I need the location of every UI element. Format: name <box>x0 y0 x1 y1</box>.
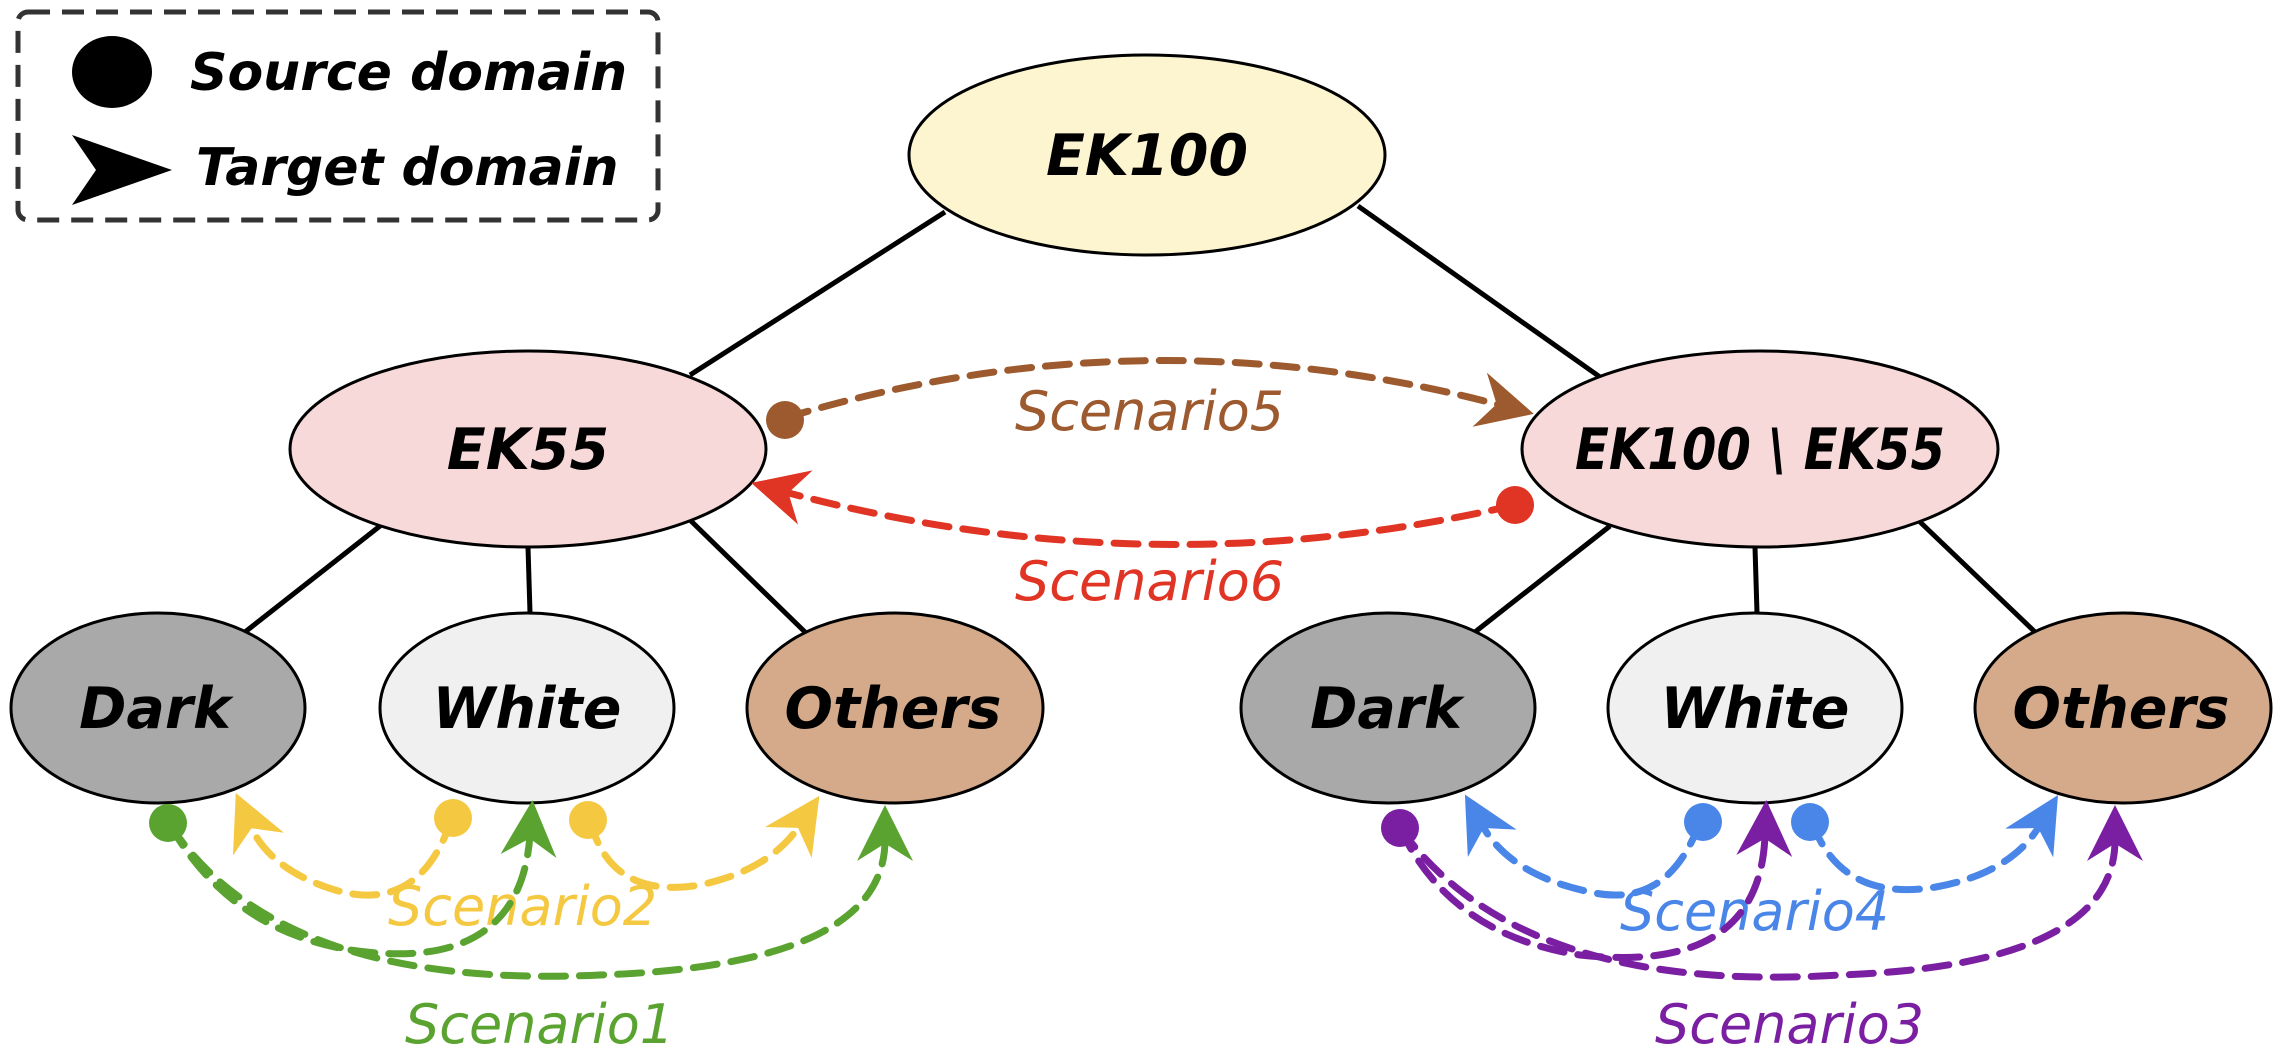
node-right-white-label: White <box>1661 676 1850 742</box>
scenario6-arrow: Scenario6 <box>751 470 1534 613</box>
legend-target-label: Target domain <box>196 138 619 198</box>
edge-root-ek55 <box>688 209 947 378</box>
node-ek55-label: EK55 <box>447 417 609 483</box>
source-dot-icon <box>72 36 152 108</box>
node-left-others-label: Others <box>785 676 1002 742</box>
node-left-dark-label: Dark <box>79 676 234 742</box>
node-right-others-label: Others <box>2013 676 2230 742</box>
scenario3-path-to-white <box>1396 800 1793 961</box>
scenario1-label: Scenario1 <box>405 993 674 1056</box>
node-left-white: White <box>378 611 676 805</box>
scenario2-source-dot-right-icon <box>569 801 607 839</box>
edge-ek55-dark <box>243 524 382 634</box>
node-right-white: White <box>1606 611 1904 805</box>
edge-ek55-white <box>525 546 533 614</box>
scenario3-source-dot-icon <box>1381 809 1419 847</box>
scenario1-arrows: Scenario1 <box>149 800 913 1056</box>
node-ek100-minus-ek55: EK100 \ EK55 <box>1520 349 2000 549</box>
scenario3-arrows: Scenario3 <box>1381 800 2143 1056</box>
node-ek100-minus-ek55-shape <box>1520 349 2000 549</box>
scenario1-source-dot-icon <box>149 804 187 842</box>
scenario3-path-to-others <box>1396 805 2143 981</box>
edge-ek55-others <box>688 518 807 634</box>
edge-root-ek100-minus <box>1356 203 1602 380</box>
scenario2-path-to-others <box>586 795 820 891</box>
edge-ek100m-others <box>1916 518 2037 634</box>
node-ek55-shape <box>288 349 768 549</box>
node-root: EK100 <box>907 53 1387 257</box>
target-arrow-icon <box>72 135 172 205</box>
tree-edges <box>243 203 2037 634</box>
node-right-dark-shape <box>1239 611 1537 805</box>
node-right-others: Others <box>1973 611 2273 805</box>
node-left-white-label: White <box>433 676 622 742</box>
scenario4-path-to-dark <box>1464 794 1704 899</box>
scenario6-path <box>751 470 1519 548</box>
scenario1-path-to-white <box>166 800 557 958</box>
scenario6-source-dot-icon <box>1496 486 1534 524</box>
node-ek55: EK55 <box>288 349 768 549</box>
scenario4-source-dot-left-icon <box>1684 803 1722 841</box>
legend-box <box>15 9 661 223</box>
edge-ek100m-dark <box>1473 524 1612 634</box>
scenario4-arrows: Scenario4 <box>1464 794 2059 943</box>
node-root-label: EK100 <box>1046 123 1248 189</box>
edge-ek100m-white <box>1752 546 1760 614</box>
node-left-dark-shape <box>9 611 307 805</box>
scenario5-source-dot-icon <box>766 401 804 439</box>
legend-source-label: Source domain <box>190 43 627 103</box>
node-right-others-shape <box>1973 611 2273 805</box>
node-left-dark: Dark <box>9 611 307 805</box>
node-root-shape <box>907 53 1387 257</box>
scenario5-label: Scenario5 <box>1015 380 1284 443</box>
scenario5-arrow: Scenario5 <box>766 357 1534 443</box>
scenario4-source-dot-right-icon <box>1791 803 1829 841</box>
legend: Source domain Target domain <box>15 9 661 223</box>
scenario2-path-to-dark <box>232 793 456 899</box>
scenario3-label: Scenario3 <box>1655 993 1924 1056</box>
node-left-others: Others <box>745 611 1045 805</box>
scenario5-path <box>781 357 1534 427</box>
scenario6-label: Scenario6 <box>1015 550 1284 613</box>
node-left-others-shape <box>745 611 1045 805</box>
scenario4-path-to-others <box>1808 794 2059 894</box>
node-right-dark: Dark <box>1239 611 1537 805</box>
node-right-dark-label: Dark <box>1310 676 1465 742</box>
scenario1-path-to-others <box>166 805 913 980</box>
node-ek100-minus-ek55-label: EK100 \ EK55 <box>1575 417 1945 483</box>
scenario2-source-dot-left-icon <box>434 799 472 837</box>
